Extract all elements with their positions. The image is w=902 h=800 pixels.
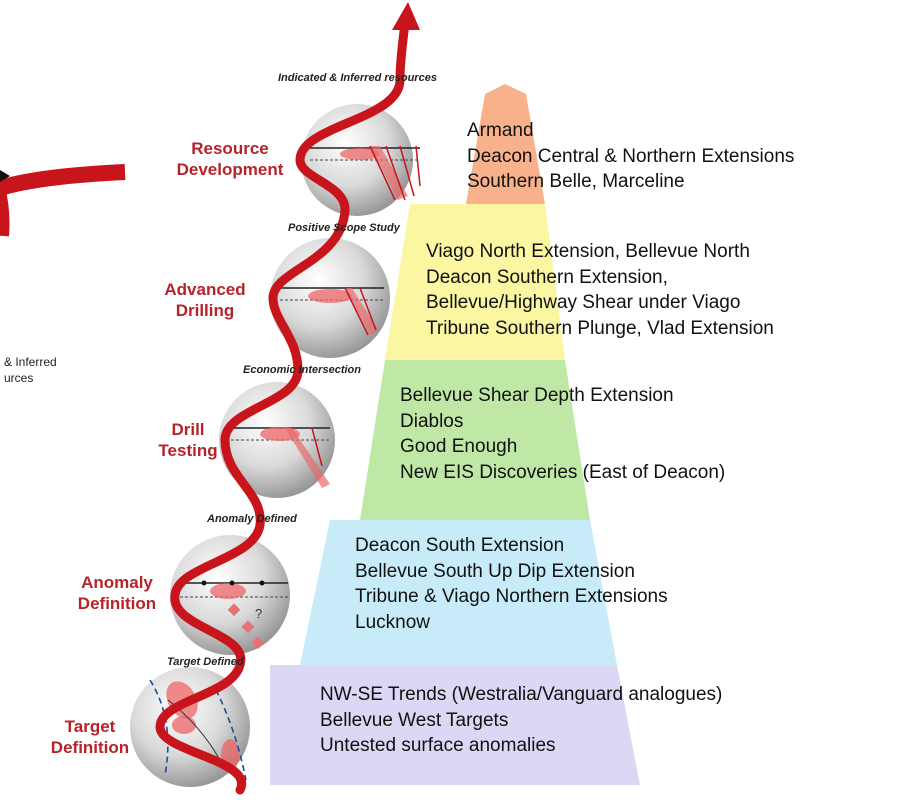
side-panel-line: urces [4, 371, 34, 385]
project-item: Bellevue/Highway Shear under Viago [426, 292, 741, 313]
project-item: NW-SE Trends (Westralia/Vanguard analogu… [320, 684, 723, 705]
side-panel-text: & Inferred urces [4, 354, 57, 386]
project-item: Tribune Southern Plunge, Vlad Extension [426, 317, 774, 339]
side-panel-line: & Inferred [4, 355, 57, 369]
pyramid-band-resource [466, 94, 545, 204]
pyramid-band-advanced [385, 204, 565, 360]
stage-label-advanced: Advanced Drilling [150, 279, 260, 321]
pyramid-band-anomaly [300, 520, 617, 665]
project-item: Southern Belle, Marceline [467, 171, 685, 192]
project-item: Bellevue West Targets [320, 709, 509, 731]
project-item: Viago North Extension, Bellevue North [426, 241, 750, 262]
project-list-resource: Armand Deacon Central & Northern Extensi… [467, 118, 794, 195]
project-item: Diablos [400, 410, 464, 432]
stage-title-line: Testing [158, 441, 218, 460]
stage-title-line: Target [64, 717, 116, 736]
stage-title-line: Definition [50, 738, 130, 757]
project-list-drill: Bellevue Shear Depth Extension Diablos G… [400, 383, 725, 485]
project-item: Deacon Central & Northern Extensions [467, 145, 795, 167]
anomaly-question-mark: ? [255, 606, 263, 621]
project-item: Lucknow [355, 611, 430, 633]
stage-title-line: Drill [171, 420, 205, 439]
stage-title-line: Advanced [164, 280, 246, 299]
side-partial-arrow [0, 164, 126, 237]
milestone-advanced: Positive Scope Study [288, 222, 400, 234]
project-list-target: NW-SE Trends (Westralia/Vanguard analogu… [320, 682, 722, 759]
stage-label-anomaly: Anomaly Definition [67, 572, 167, 614]
pyramid-band-target [270, 665, 640, 785]
stage-title-line: Resource [191, 139, 269, 158]
stage-label-resource: Resource Development [160, 138, 300, 180]
stage-label-drill: Drill Testing [155, 419, 221, 461]
pyramid-apex [485, 84, 526, 94]
milestone-target: Target Defined [167, 656, 244, 668]
project-item: New EIS Discoveries (East of Deacon) [400, 461, 726, 483]
project-item: Bellevue Shear Depth Extension [400, 385, 674, 406]
pyramid-band-drill [360, 360, 590, 520]
sphere-target [130, 667, 250, 787]
project-item: Good Enough [400, 436, 518, 457]
project-item: Bellevue South Up Dip Extension [355, 560, 635, 582]
stage-label-target: Target Definition [45, 716, 135, 758]
project-item: Untested surface anomalies [320, 735, 556, 756]
project-item: Deacon South Extension [355, 535, 565, 556]
progress-path [155, 13, 410, 795]
project-item: Tribune & Viago Northern Extensions [355, 586, 668, 607]
stage-title-line: Definition [77, 594, 157, 613]
stage-title-line: Anomaly [81, 573, 153, 592]
milestone-anomaly: Anomaly Defined [207, 513, 297, 525]
stage-title-line: Development [176, 160, 284, 179]
milestone-resource: Indicated & Inferred resources [278, 72, 437, 84]
project-item: Armand [467, 120, 534, 141]
stage-title-line: Drilling [175, 301, 235, 320]
milestone-drill: Economic Intersection [243, 364, 361, 376]
project-list-anomaly: Deacon South Extension Bellevue South Up… [355, 533, 668, 635]
project-list-advanced: Viago North Extension, Bellevue North De… [426, 239, 774, 341]
project-item: Deacon Southern Extension, [426, 266, 668, 288]
progress-arrowhead [392, 2, 420, 30]
